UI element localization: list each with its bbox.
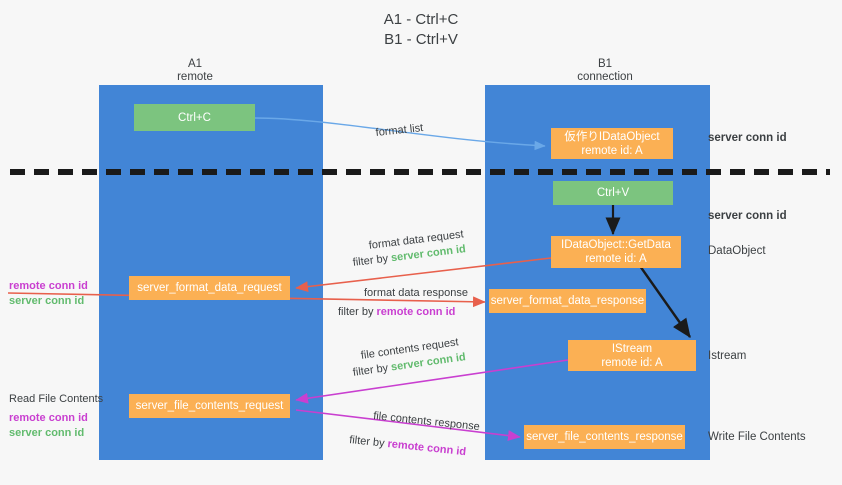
filter-prefix-4: filter by (348, 433, 389, 450)
left-remote-conn-id-1: remote conn id (9, 280, 88, 292)
node-fmt-resp-line1: server_format_data_response (490, 295, 645, 307)
node-getdata-line1: IDataObject::GetData (561, 239, 671, 251)
node-file-resp-line1: server_file_contents_response (526, 431, 683, 443)
node-istream[interactable]: IStream remote id: A (568, 340, 696, 371)
node-ctrl-c[interactable]: Ctrl+C (134, 104, 255, 131)
node-idataobject-getdata[interactable]: IDataObject::GetData remote id: A (551, 236, 681, 268)
left-annotation-read-file-contents: Read File Contents (9, 393, 104, 405)
edge-label-format-data-response: format data response (364, 287, 468, 299)
lane-header-b1: B1 connection (540, 58, 670, 84)
filter-prefix-1: filter by (352, 252, 392, 269)
node-file-req-line1: server_file_contents_request (135, 400, 284, 412)
right-annotation-server-conn-id-top: server conn id (708, 132, 787, 144)
filter-prefix-2: filter by (338, 306, 377, 318)
node-server-file-contents-request[interactable]: server_file_contents_request (129, 394, 290, 418)
right-annotation-istream: Istream (708, 350, 747, 362)
node-ctrl-c-line1: Ctrl+C (178, 111, 211, 124)
lane-b1-sub: connection (577, 71, 633, 83)
left-annotation-conn-pair-1: remote conn id server conn id (9, 279, 88, 309)
lane-header-a1: A1 remote (130, 58, 260, 84)
node-server-file-contents-response[interactable]: server_file_contents_response (524, 425, 685, 449)
node-idataobject-line2: remote id: A (581, 144, 643, 157)
left-server-conn-id-1: server conn id (9, 295, 85, 307)
title-line-1: A1 - Ctrl+C (383, 11, 459, 28)
diagram-title: A1 - Ctrl+C B1 - Ctrl+V (0, 10, 842, 50)
filter-key-remote-conn-id-1: remote conn id (376, 306, 456, 318)
left-server-conn-id-2: server conn id (9, 427, 85, 439)
node-server-format-data-request[interactable]: server_format_data_request (129, 276, 290, 300)
lane-a1-sub: remote (177, 71, 213, 83)
filter-key-remote-conn-id-2: remote conn id (386, 438, 467, 459)
right-annotation-server-conn-id-mid: server conn id (708, 210, 787, 222)
lane-a1-name: A1 (187, 58, 203, 70)
node-idataobject-line1: 仮作りIDataObject (564, 130, 660, 143)
left-remote-conn-id-2: remote conn id (9, 412, 88, 424)
node-server-format-data-response[interactable]: server_format_data_response (489, 289, 646, 313)
edge-label-format-data-response-filter: filter by remote conn id (338, 305, 455, 319)
node-fmt-req-line1: server_format_data_request (137, 282, 282, 294)
filter-prefix-3: filter by (352, 361, 392, 379)
edge-label-file-contents-response: file contents response (372, 409, 481, 434)
node-getdata-line2: remote id: A (585, 253, 647, 265)
left-annotation-conn-pair-2: remote conn id server conn id (9, 411, 88, 441)
node-ctrl-v[interactable]: Ctrl+V (553, 181, 673, 205)
title-line-2: B1 - Ctrl+V (384, 31, 458, 48)
right-annotation-dataobject: DataObject (708, 245, 766, 257)
node-idataobject[interactable]: 仮作りIDataObject remote id: A (551, 128, 673, 159)
lane-b1-name: B1 (597, 58, 613, 70)
right-annotation-write-file-contents: Write File Contents (708, 431, 806, 443)
node-istream-line1: IStream (611, 342, 653, 355)
node-istream-line2: remote id: A (601, 356, 663, 369)
edge-label-format-list: format list (375, 122, 424, 139)
edge-label-file-contents-response-filter: filter by remote conn id (349, 433, 467, 459)
node-ctrl-v-line1: Ctrl+V (596, 187, 630, 199)
